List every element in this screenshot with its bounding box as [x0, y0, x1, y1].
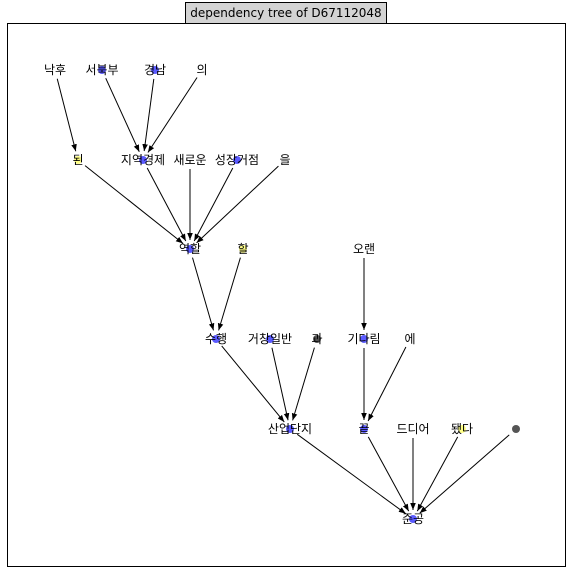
- edge-n5-n9: [146, 167, 187, 242]
- edge-n3-n5: [147, 77, 198, 153]
- node-n13: 거창일반: [248, 332, 292, 346]
- node-label: 경남: [144, 63, 166, 77]
- node-label: 산업단지: [268, 422, 312, 436]
- edge-n2-n5: [142, 78, 155, 152]
- node-n4: 된: [72, 153, 83, 167]
- edge-n18-n22: [367, 436, 410, 512]
- node-n10: 할: [237, 242, 248, 256]
- node-label: 에: [404, 332, 415, 346]
- node-marker: [98, 66, 106, 74]
- node-marker: [286, 425, 294, 433]
- node-label: 끝: [358, 422, 369, 436]
- node-n6: 새로운: [173, 153, 206, 167]
- edge-n12-n17: [221, 345, 285, 423]
- node-marker: [233, 156, 241, 164]
- node-label: 된: [72, 153, 83, 167]
- node-marker: [239, 245, 247, 253]
- plot-frame: [7, 23, 566, 567]
- node-n18: 끝: [358, 422, 369, 436]
- node-label: 성장거점: [215, 153, 259, 167]
- edge-n21-n22: [419, 434, 510, 514]
- edges: [56, 77, 510, 515]
- node-marker: [212, 335, 220, 343]
- node-label: 서북부: [85, 63, 118, 77]
- edge-n9-n12: [192, 257, 215, 331]
- edge-n8-n9: [196, 165, 279, 244]
- node-label: 과: [311, 332, 322, 346]
- node-n20: 됐다: [451, 422, 473, 436]
- node-label: 거창일반: [248, 332, 292, 346]
- node-n7: 성장거점: [215, 153, 259, 167]
- node-marker: [360, 425, 368, 433]
- node-n1: 서북부: [85, 63, 118, 77]
- node-marker: [360, 335, 368, 343]
- node-label: 오랜: [353, 242, 375, 256]
- edge-n16-n18: [367, 346, 407, 422]
- node-n15: 기다림: [347, 332, 380, 346]
- node-n12: 수행: [205, 331, 227, 346]
- edge-n13-n17: [271, 347, 290, 421]
- node-label: 의: [196, 63, 207, 77]
- edge-n0-n4: [56, 78, 77, 152]
- node-label: 드디어: [396, 422, 429, 436]
- node-n14: 과: [311, 332, 322, 346]
- node-label: 준공: [402, 512, 424, 526]
- node-n2: 경남: [144, 63, 166, 77]
- node-n16: 에: [404, 332, 415, 346]
- node-marker: [139, 156, 147, 164]
- node-marker: [409, 515, 417, 523]
- node-label: 역할: [179, 242, 201, 256]
- node-marker: [74, 156, 82, 164]
- node-n19: 드디어: [396, 422, 429, 436]
- node-label: 됐다: [451, 422, 473, 436]
- node-n3: 의: [196, 63, 207, 77]
- diagram-title: dependency tree of D67112048: [185, 2, 387, 24]
- node-n9: 역할: [179, 242, 201, 256]
- edge-n10-n12: [217, 257, 241, 331]
- edge-n1-n5: [105, 77, 140, 153]
- node-marker: [151, 66, 159, 74]
- node-label: 지역경제: [121, 153, 165, 167]
- node-label: 수행: [205, 331, 227, 346]
- node-label: 을: [279, 153, 290, 167]
- node-marker: [512, 425, 520, 433]
- node-n5: 지역경제: [121, 153, 165, 167]
- node-n11: 오랜: [353, 242, 375, 256]
- node-marker: [186, 245, 194, 253]
- node-n0: 낙후: [44, 63, 66, 77]
- edge-n4-n9: [84, 165, 184, 244]
- node-n8: 을: [279, 153, 290, 167]
- edge-n7-n9: [193, 167, 234, 242]
- node-label: 기다림: [347, 332, 380, 346]
- node-marker: [458, 425, 466, 433]
- node-label: 새로운: [173, 153, 206, 167]
- node-marker: [266, 335, 274, 343]
- edge-n14-n17: [291, 347, 315, 421]
- node-label: 할: [237, 242, 248, 256]
- node-n17: 산업단지: [268, 422, 312, 436]
- node-n22: 준공: [402, 512, 424, 526]
- node-n21: [512, 425, 520, 433]
- node-marker: [313, 335, 321, 343]
- edge-n20-n22: [416, 436, 459, 512]
- node-label: 낙후: [44, 63, 66, 77]
- edge-n17-n22: [296, 433, 407, 515]
